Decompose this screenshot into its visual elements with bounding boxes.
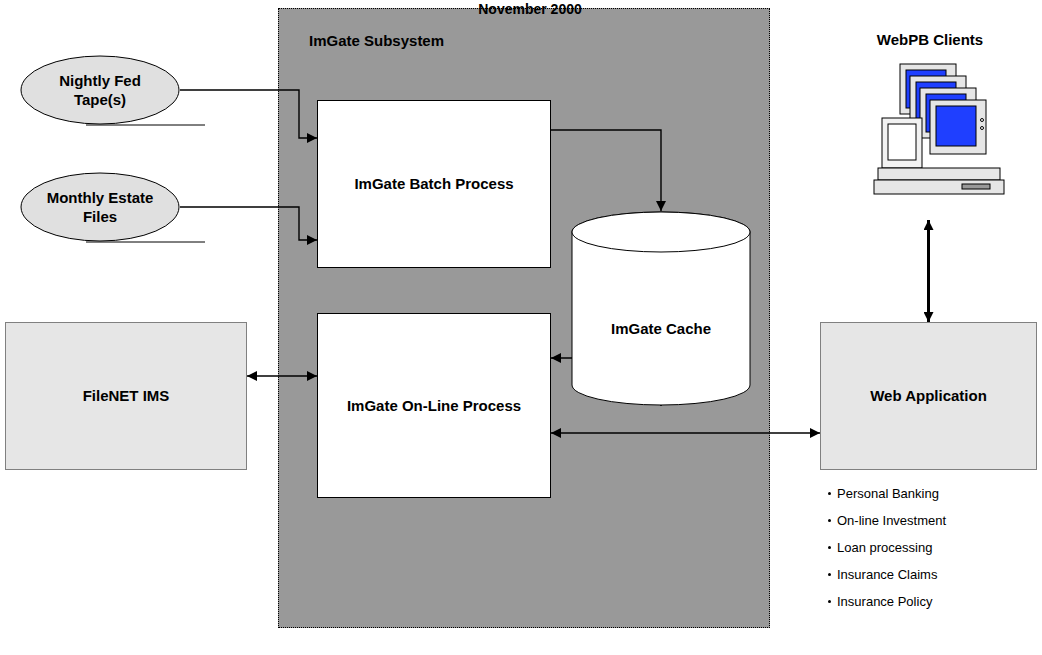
bullet-item: Loan processing [828,540,932,555]
node-label: FileNET IMS [83,386,170,406]
connector [551,432,820,433]
node-label: Monthly Estate Files [32,188,168,227]
underline [86,125,205,126]
node-label: Web Application [870,386,987,406]
cylinder-outline [571,211,751,406]
node-label: Nightly Fed Tape(s) [32,71,168,110]
bullet-dot [828,600,831,603]
process-box: ImGate On-Line Process [317,313,551,498]
underline [86,242,205,243]
ellipse-shape [21,56,179,124]
subsystem-ground [278,8,770,628]
ellipse-outline [20,172,180,242]
bullet-dot [828,573,831,576]
connector [180,90,317,138]
connector [551,130,661,211]
cache-cylinder: ImGate Cache [571,211,751,406]
input-ellipse: Nightly Fed Tape(s) [20,55,180,125]
bullet-dot [828,492,831,495]
input-ellipse: Monthly Estate Files [20,172,180,242]
node-label: WebPB Clients [877,30,983,50]
date-title: November 2000 [478,1,582,17]
bullet-item: Insurance Claims [828,567,937,582]
connector [180,207,317,240]
system-box: Web Application [820,322,1037,470]
ellipse-shape [21,173,179,241]
bullet-item: On-line Investment [828,513,946,528]
bullet-item: Personal Banking [828,486,939,501]
node-label: ImGate Cache [611,319,711,339]
bullet-dot [828,546,831,549]
system-box: FileNET IMS [5,322,247,470]
connector [927,220,930,322]
connector [247,375,317,376]
cylinder-top [572,212,750,252]
cylinder-body [572,212,750,405]
subsystem-region: ImGate Batch ProcessImGate CacheImGate O… [278,8,770,628]
region-heading: ImGate Subsystem [309,31,444,51]
clients-icon [874,64,1004,194]
bullet-dot [828,519,831,522]
clients-node: WebPB Clients [845,30,1015,220]
node-label: ImGate On-Line Process [347,396,521,416]
ellipse-outline [20,55,180,125]
bullet-item: Insurance Policy [828,594,932,609]
node-label: ImGate Batch Process [354,174,513,194]
process-box: ImGate Batch Process [317,100,551,268]
